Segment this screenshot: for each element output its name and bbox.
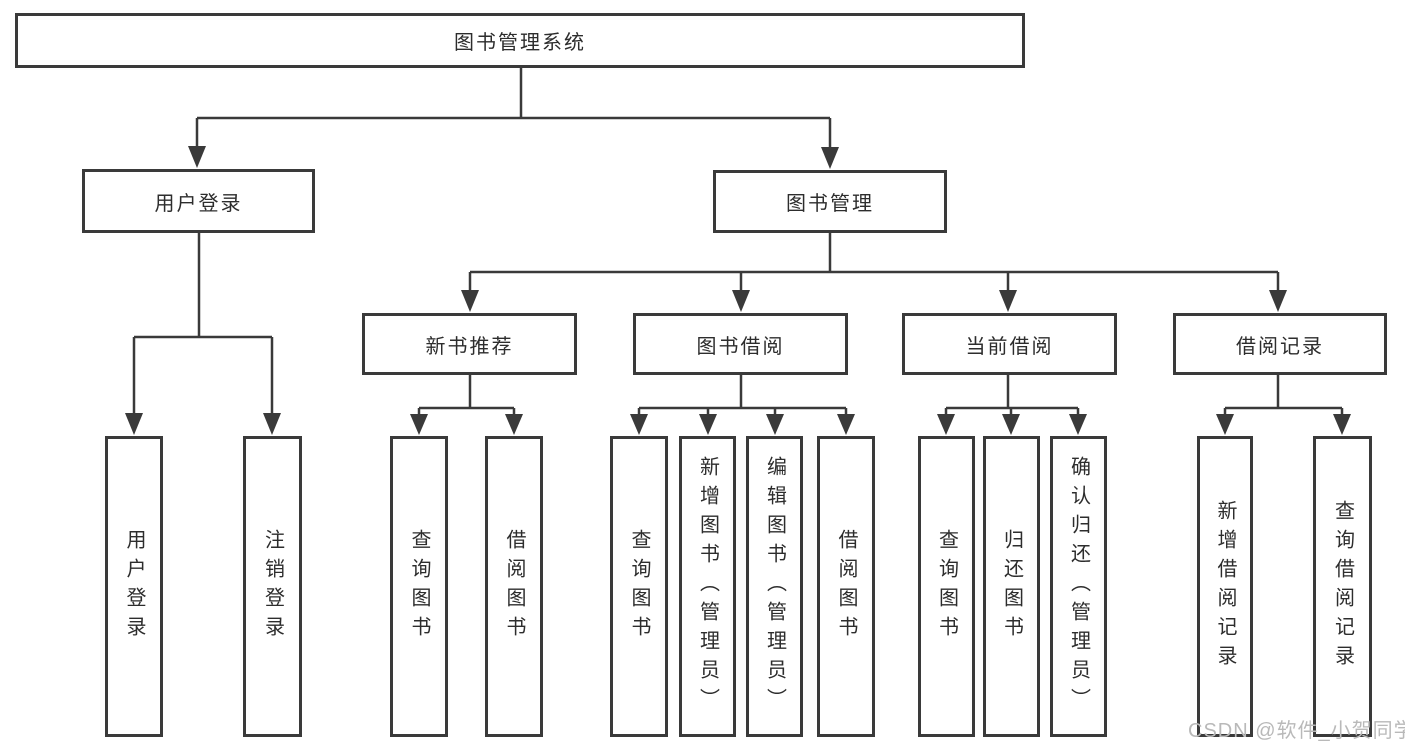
connector-current-borrowing-subtree	[937, 375, 1087, 435]
node-current-borrowing: 当前借阅	[902, 313, 1117, 375]
leaf-add-book-admin: 新增图书（管理员）	[679, 436, 736, 737]
leaf-query-books-recommend: 查询图书	[390, 436, 448, 737]
leaf-edit-book-admin: 编辑图书（管理员）	[746, 436, 803, 737]
csdn-watermark: CSDN @软件_小贺同学	[1188, 720, 1405, 742]
leaf-logout: 注销登录	[243, 436, 302, 737]
node-book-management: 图书管理	[713, 170, 947, 233]
connector-root-split	[188, 68, 839, 169]
connector-new-book-subtree	[410, 375, 523, 435]
connector-book-borrowing-subtree	[630, 375, 855, 435]
connector-book-management-split	[461, 233, 1287, 312]
leaf-confirm-return-admin: 确认归还（管理员）	[1050, 436, 1107, 737]
leaf-query-books-current: 查询图书	[918, 436, 975, 737]
leaf-borrow-books-borrowing: 借阅图书	[817, 436, 875, 737]
node-book-borrowing: 图书借阅	[633, 313, 848, 375]
leaf-return-books: 归还图书	[983, 436, 1040, 737]
leaf-query-borrow-record: 查询借阅记录	[1313, 436, 1372, 737]
leaf-add-borrow-record: 新增借阅记录	[1197, 436, 1253, 737]
node-library-management-system: 图书管理系统	[15, 13, 1025, 68]
connector-user-login-subtree	[125, 233, 281, 435]
leaf-query-books-borrowing: 查询图书	[610, 436, 668, 737]
connector-borrow-records-subtree	[1216, 375, 1351, 435]
leaf-borrow-books-recommend: 借阅图书	[485, 436, 543, 737]
node-user-login: 用户登录	[82, 169, 315, 233]
node-new-book-recommend: 新书推荐	[362, 313, 577, 375]
node-borrow-records: 借阅记录	[1173, 313, 1387, 375]
leaf-user-login: 用户登录	[105, 436, 163, 737]
